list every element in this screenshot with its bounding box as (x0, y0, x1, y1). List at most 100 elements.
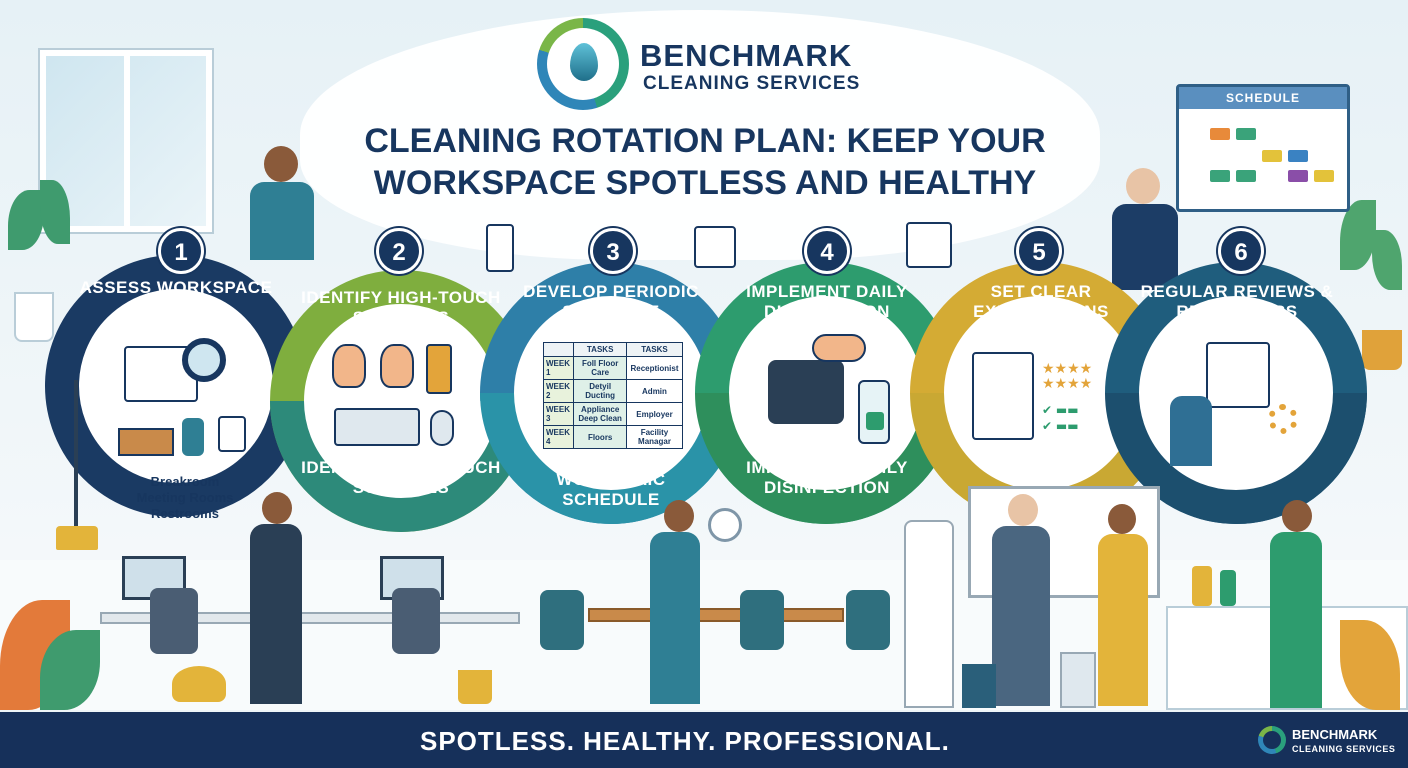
table-cell-task: Detyil Ducting (573, 379, 627, 403)
footer-slogan: SPOTLESS. HEALTHY. PROFESSIONAL. (420, 726, 950, 756)
check-list-icon: ✔ ▬▬✔ ▬▬ (1042, 403, 1079, 433)
broom-head-icon (56, 526, 98, 550)
table-row: WEEK 4 Floors Facility Managar (542, 425, 684, 449)
step-2-label: IDENTIFY HIGH-TOUCH SURFACES (301, 288, 501, 327)
door-handle-icon (426, 344, 452, 394)
water-cooler-icon (904, 520, 954, 708)
light-switch-icon (486, 224, 514, 272)
schedule-cell (1262, 150, 1282, 162)
magnifier-icon (182, 338, 226, 382)
chair-icon (182, 418, 204, 456)
reviewer-body (1170, 396, 1212, 466)
table-cell-task: Floors (573, 425, 627, 449)
meeting-chair (846, 590, 890, 650)
employee-body (1098, 534, 1148, 706)
keyboard-icon (334, 408, 420, 446)
step-5-label: SET CLEAR EXPECTATIONS (973, 282, 1109, 321)
schedule-cell (1288, 170, 1308, 182)
star-rating-icon: ★★★★★★★★ (1042, 361, 1093, 392)
zone-meeting-rooms: Meeting Rooms (136, 490, 234, 505)
vacuum-worker-head (262, 492, 292, 524)
step-3-label: DEVELOP PERIODIC SCHEDULE (523, 282, 699, 321)
spray-bottle-icon (1192, 566, 1212, 606)
brand-subtitle: CLEANING SERVICES (643, 73, 861, 94)
manager-head (1126, 168, 1160, 204)
table-row: WEEK 2 Detyil Ducting Admin (542, 379, 684, 403)
spray-bottle-icon (1220, 570, 1236, 606)
employee-head (1108, 504, 1136, 534)
step-6-label: REGULAR REVIEWS & REFRESHERS (1140, 282, 1334, 321)
bucket-icon (458, 670, 492, 704)
office-window (40, 50, 212, 232)
mopping-worker-body (1270, 532, 1322, 708)
footer-brand-name: BENCHMARK (1292, 727, 1378, 742)
broom-icon (74, 380, 78, 530)
table-cell-week: WEEK 4 (542, 425, 575, 449)
spraying-worker-head (664, 500, 694, 532)
desk-phone-icon (768, 360, 844, 424)
desk-icon (118, 428, 174, 456)
meeting-chair (740, 590, 784, 650)
clipboard-checklist-icon (972, 352, 1034, 440)
schedule-cell (1288, 150, 1308, 162)
review-calendar-icon (1206, 342, 1270, 408)
plant-pot (14, 292, 54, 342)
schedule-board-label: SCHEDULE (1179, 87, 1347, 109)
table-cell-task: Appliance Deep Clean (573, 402, 627, 426)
step-3-number: 3 (590, 228, 636, 274)
supervisor-body (992, 526, 1050, 706)
schedule-cell (1236, 170, 1256, 182)
office-chair (392, 588, 440, 654)
schedule-cell (1210, 170, 1230, 182)
vacuum-cleaner-icon (172, 666, 226, 702)
step-3-bottom-label: WORKSPAIC SCHEDULE (556, 470, 666, 509)
table-header (542, 342, 575, 357)
schedule-cell (1314, 170, 1334, 182)
step-5-number: 5 (1016, 228, 1062, 274)
table-row: WEEK 3 Appliance Deep Clean Employer (542, 402, 684, 426)
table-cell-role: Employer (625, 402, 684, 426)
step-1-label: ASSESS WORKSPACE ZONES (79, 278, 273, 317)
hand-icon (380, 344, 414, 388)
calendar-check-icon (694, 226, 736, 268)
supervisor-head (1008, 494, 1038, 526)
step-4-number: 4 (804, 228, 850, 274)
step-4-bottom-label: IMPLEMENT DAILY DISINFECTION (746, 458, 908, 497)
schedule-cell (1236, 128, 1256, 140)
table-cell-role: Admin (625, 379, 684, 403)
office-chair (150, 588, 198, 654)
step-4-label: IMPLEMENT DAILY DISINFECTION (746, 282, 908, 321)
worker-head (264, 146, 298, 182)
plant-pot (1362, 330, 1402, 370)
cleaning-hand-icon (812, 334, 866, 362)
meeting-table (588, 608, 844, 622)
brand-name: BENCHMARK (640, 38, 853, 73)
schedule-table: TASKS TASKS WEEK 1 Foll Floor Care Recep… (542, 342, 684, 449)
table-cell-week: WEEK 3 (542, 402, 575, 426)
table-cell-role: Receptionist (625, 356, 684, 380)
checklist-icon (218, 416, 246, 452)
hand-icon (332, 344, 366, 388)
spraying-worker-body (650, 532, 700, 704)
step-2-bottom-label: IDENTIFY HIGH-TOUCH SURFACES (301, 458, 501, 497)
step-2-number: 2 (376, 228, 422, 274)
footer-brand-subtitle: CLEANING SERVICES (1292, 744, 1396, 754)
zone-breakroom: Breakroom (150, 474, 220, 489)
table-cell-week: WEEK 1 (542, 356, 575, 380)
trash-bin-icon (962, 664, 996, 708)
footer-bar (0, 712, 1408, 768)
vacuum-worker-body (250, 524, 302, 704)
worker-body (250, 182, 314, 260)
wall-clock-icon (708, 508, 742, 542)
title-backdrop (300, 10, 1100, 260)
trash-bin-icon (1060, 652, 1096, 708)
gear-icon (1268, 404, 1298, 434)
zone-restrooms: Restrooms (151, 506, 219, 521)
page-title: CLEANING ROTATION PLAN: KEEP YOUR WORKSP… (364, 122, 1046, 202)
table-cell-week: WEEK 2 (542, 379, 575, 403)
table-header: TASKS (573, 342, 627, 357)
water-drop-icon (570, 43, 598, 81)
meeting-chair (540, 590, 584, 650)
manager-body (1112, 204, 1178, 290)
mouse-icon (430, 410, 454, 446)
